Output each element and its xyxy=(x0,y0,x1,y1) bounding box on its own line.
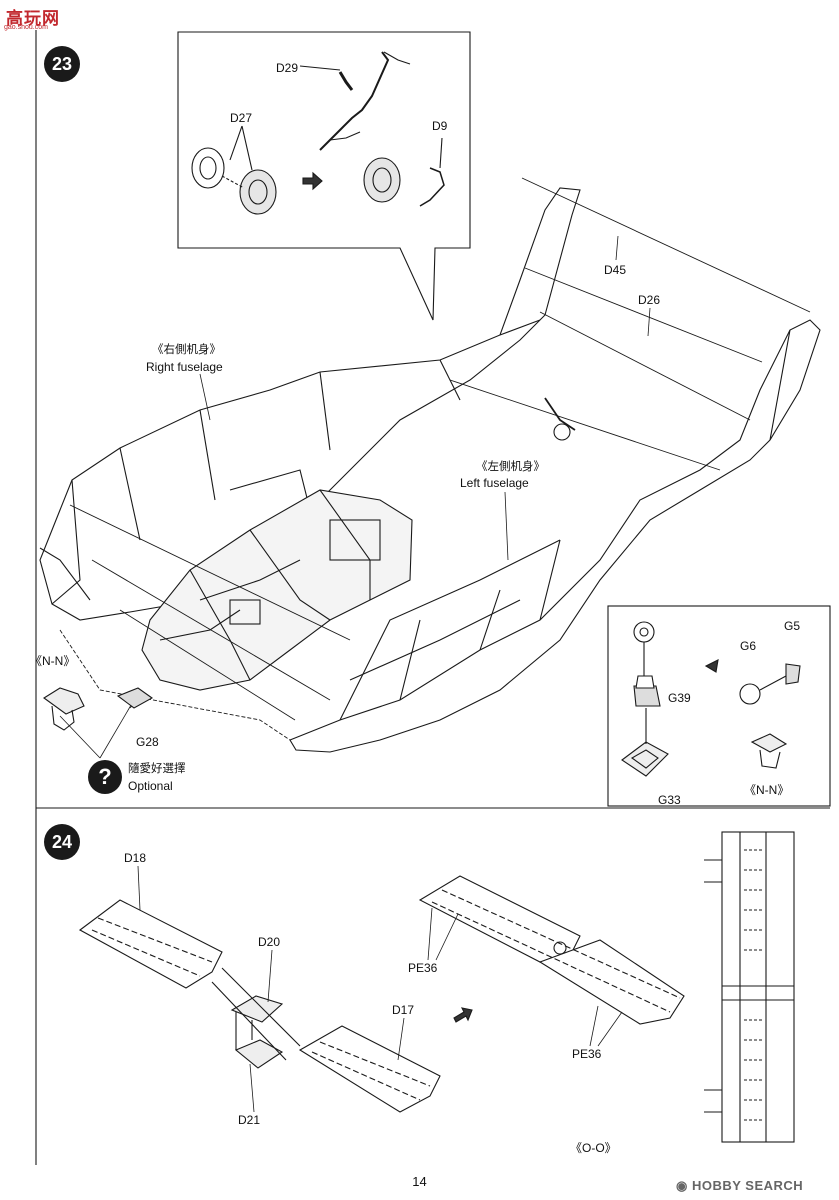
nn-parts-left xyxy=(43,687,154,731)
step-24-badge: 24 xyxy=(44,824,80,860)
part-label-g33: G33 xyxy=(658,793,681,807)
right-fuselage-label-cn: 《右側机身》 xyxy=(152,344,221,356)
optional-label-cn: 隨愛好選擇 xyxy=(128,763,186,775)
part-label-g5: G5 xyxy=(784,619,801,633)
left-fuselage-label-cn: 《左側机身》 xyxy=(476,461,545,473)
left-fuselage-drawing xyxy=(289,319,821,753)
view-label-nn-right: 《N-N》 xyxy=(744,783,790,797)
part-label-g6: G6 xyxy=(740,639,757,653)
assembly-guide-lines xyxy=(59,177,811,741)
part-label-d17: D17 xyxy=(392,1003,415,1017)
leader-lines-23 xyxy=(59,235,651,759)
detail-box-right xyxy=(607,605,831,807)
page-number: 14 xyxy=(412,1174,427,1189)
part-label-d21: D21 xyxy=(238,1113,261,1127)
right-fuselage-label-en: Right fuselage xyxy=(146,360,223,374)
hobby-search-icon: ◉ xyxy=(676,1178,688,1193)
part-label-g28: G28 xyxy=(136,735,159,749)
part-label-d20: D20 xyxy=(258,935,281,949)
step-23-badge: 23 xyxy=(44,46,80,82)
part-label-d26: D26 xyxy=(638,293,661,307)
hobby-search-text: HOBBY SEARCH xyxy=(691,1178,804,1193)
part-label-d45: D45 xyxy=(604,263,627,277)
watermark-url: gao.shou.com xyxy=(4,24,48,31)
part-label-pe36-a: PE36 xyxy=(408,961,438,975)
optional-question-icon: ? xyxy=(88,760,122,794)
left-fuselage-label-en: Left fuselage xyxy=(460,476,529,490)
callout-box-landing-gear xyxy=(177,31,471,321)
view-label-oo: 《O-O》 xyxy=(570,1141,617,1155)
watermark-logo: 高玩网 xyxy=(6,9,60,28)
part-label-pe36-b: PE36 xyxy=(572,1047,602,1061)
view-label-nn-left: 《N-N》 xyxy=(30,654,76,668)
part-label-g39: G39 xyxy=(668,691,691,705)
part-label-d18: D18 xyxy=(124,851,147,865)
part-label-d9: D9 xyxy=(432,119,448,133)
rotor-blade-assembly xyxy=(78,875,685,1113)
optional-label-en: Optional xyxy=(128,779,173,793)
right-fuselage-drawing xyxy=(39,187,581,621)
part-label-d27: D27 xyxy=(230,111,253,125)
hobby-search-watermark: ◉ HOBBY SEARCH xyxy=(676,1178,803,1194)
page-frame xyxy=(35,30,830,1165)
blade-top-view xyxy=(704,831,795,1143)
cockpit-interior-drawing xyxy=(141,489,413,691)
part-label-d29: D29 xyxy=(276,61,299,75)
leader-lines-24 xyxy=(137,865,623,1113)
